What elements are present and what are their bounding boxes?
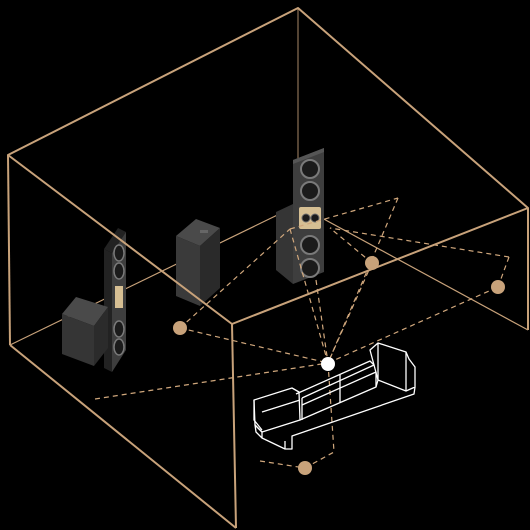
reflection-point-floor (298, 461, 312, 475)
reflection-point-front-right (365, 256, 379, 270)
front-left-tweeter-panel (115, 286, 123, 308)
center-back-speaker (176, 219, 220, 306)
subwoofer-left (62, 297, 108, 366)
reflection-point-left-wall (173, 321, 187, 335)
front-left-tower-speaker (104, 228, 126, 372)
listening-position (321, 357, 335, 371)
reflection-point-right-wall (491, 280, 505, 294)
